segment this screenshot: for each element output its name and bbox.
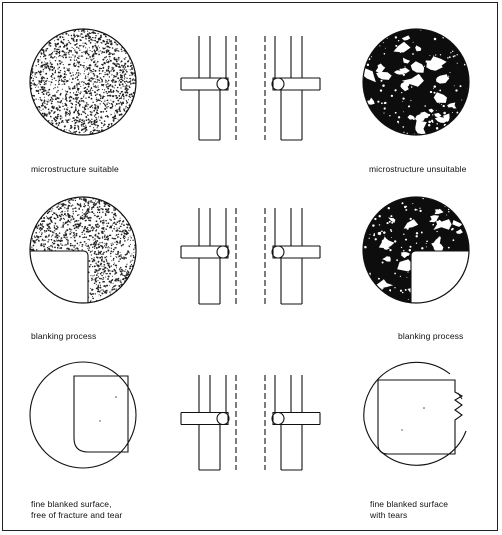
fine-grain-microstructure-icon xyxy=(30,28,137,135)
coarse-grain-microstructure-icon xyxy=(360,26,472,138)
caption-fine-blanked-surface-free: fine blanked surface, free of fracture a… xyxy=(31,499,122,520)
caption-microstructure-unsuitable: microstructure unsuitable xyxy=(369,164,466,175)
torn-sheared-edge-icon xyxy=(364,362,466,465)
caption-blanking-process-left: blanking process xyxy=(31,331,96,342)
fine-grain-blanking-icon xyxy=(28,197,136,310)
caption-blanking-process-right: blanking process xyxy=(398,331,463,342)
blanking-tool-sketches xyxy=(181,36,320,470)
smooth-sheared-edge-icon xyxy=(30,362,136,468)
coarse-grain-blanking-icon xyxy=(360,194,475,310)
caption-fine-blanked-surface-tears: fine blanked surface with tears xyxy=(370,499,448,520)
caption-microstructure-suitable: microstructure suitable xyxy=(31,164,119,175)
